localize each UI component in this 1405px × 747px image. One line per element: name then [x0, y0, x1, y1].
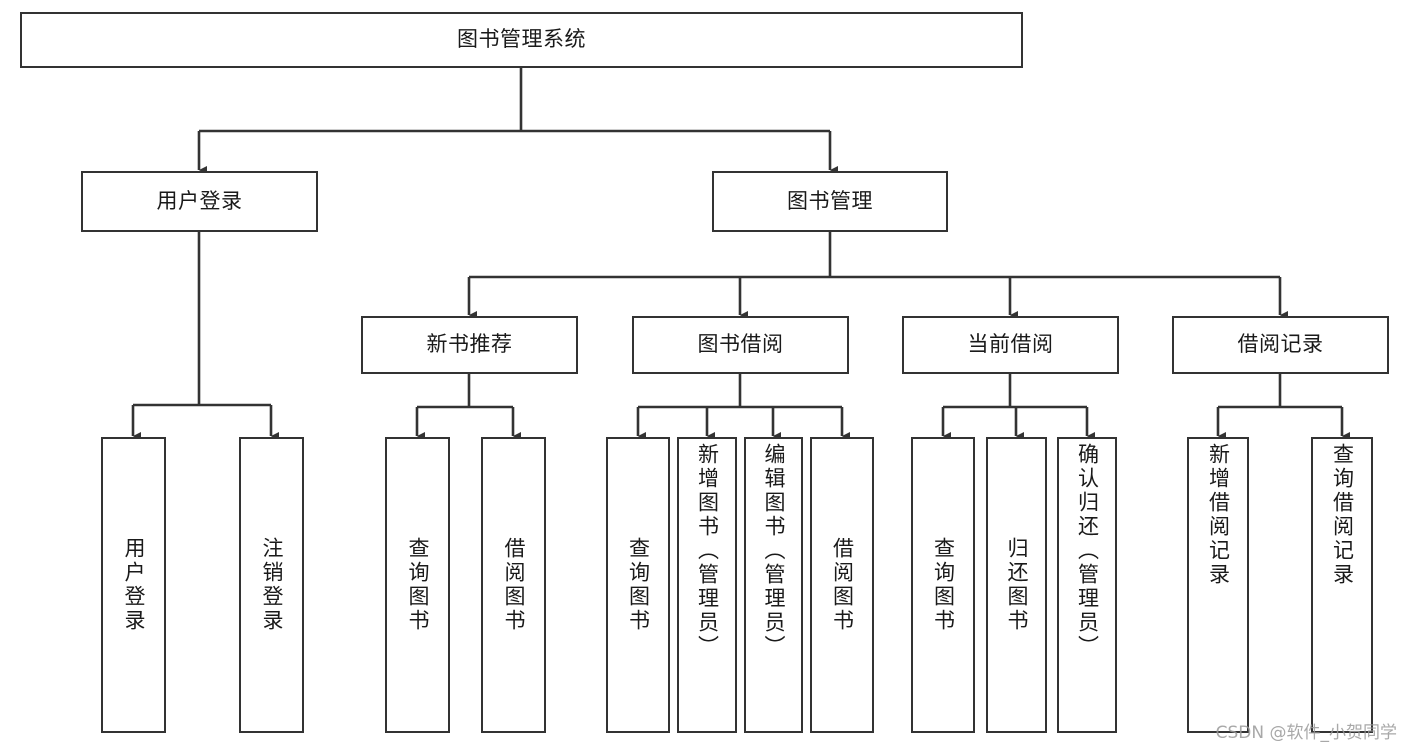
node-label-wrap: 借阅图书 [483, 439, 544, 731]
node-root-图书管理系统[interactable]: 图书管理系统 [20, 12, 1023, 68]
node-label: 查询借阅记录 [1330, 443, 1355, 587]
node-leaf-7[interactable]: 借阅图书 [810, 437, 874, 733]
node-label-wrap: 新增借阅记录 [1189, 439, 1247, 731]
node-leaf-0[interactable]: 用户登录 [101, 437, 166, 733]
node-leaf-9[interactable]: 归还图书 [986, 437, 1047, 733]
node-l3-3[interactable]: 借阅记录 [1172, 316, 1389, 374]
node-label: 图书借阅 [697, 332, 784, 357]
node-l3-2[interactable]: 当前借阅 [902, 316, 1119, 374]
node-l2-0[interactable]: 用户登录 [81, 171, 318, 232]
node-label: 注销登录 [260, 537, 284, 633]
node-leaf-8[interactable]: 查询图书 [911, 437, 975, 733]
node-label: 图书管理 [787, 188, 873, 213]
node-leaf-2[interactable]: 查询图书 [385, 437, 450, 733]
node-label-wrap: 查询图书 [387, 439, 448, 731]
node-label: 编辑图书（管理员） [762, 443, 786, 659]
node-label-wrap: 用户登录 [103, 439, 164, 731]
node-label: 用户登录 [156, 188, 243, 213]
node-label: 确认归还（管理员） [1075, 443, 1100, 659]
node-label-wrap: 查询图书 [913, 439, 973, 731]
node-leaf-11[interactable]: 新增借阅记录 [1187, 437, 1249, 733]
node-label: 当前借阅 [967, 332, 1054, 357]
node-label: 新增借阅记录 [1206, 443, 1231, 587]
node-label-wrap: 查询图书 [608, 439, 668, 731]
node-l3-0[interactable]: 新书推荐 [361, 316, 578, 374]
node-label: 归还图书 [1005, 537, 1029, 633]
node-l3-1[interactable]: 图书借阅 [632, 316, 849, 374]
node-leaf-12[interactable]: 查询借阅记录 [1311, 437, 1373, 733]
node-leaf-6[interactable]: 编辑图书（管理员） [744, 437, 803, 733]
node-leaf-5[interactable]: 新增图书（管理员） [677, 437, 737, 733]
node-leaf-3[interactable]: 借阅图书 [481, 437, 546, 733]
node-label-wrap: 归还图书 [988, 439, 1045, 731]
node-label: 查询图书 [626, 537, 651, 633]
node-leaf-10[interactable]: 确认归还（管理员） [1057, 437, 1117, 733]
node-label: 借阅图书 [502, 537, 526, 633]
node-label: 用户登录 [122, 537, 146, 633]
node-label: 查询图书 [931, 537, 956, 633]
node-label-wrap: 新增图书（管理员） [679, 439, 735, 731]
node-label: 借阅图书 [830, 537, 855, 633]
node-label: 新书推荐 [426, 332, 513, 357]
node-label-wrap: 编辑图书（管理员） [746, 439, 801, 731]
node-leaf-1[interactable]: 注销登录 [239, 437, 304, 733]
node-label-wrap: 确认归还（管理员） [1059, 439, 1115, 731]
node-label: 新增图书（管理员） [695, 443, 720, 659]
node-label: 查询图书 [406, 537, 430, 633]
node-label-wrap: 注销登录 [241, 439, 302, 731]
node-l2-1[interactable]: 图书管理 [712, 171, 948, 232]
watermark-text: CSDN @软件_小贺同学 [1215, 723, 1397, 743]
node-label-wrap: 查询借阅记录 [1313, 439, 1371, 731]
node-label: 借阅记录 [1237, 332, 1324, 357]
node-label-wrap: 借阅图书 [812, 439, 872, 731]
node-label: 图书管理系统 [457, 27, 586, 52]
node-leaf-4[interactable]: 查询图书 [606, 437, 670, 733]
